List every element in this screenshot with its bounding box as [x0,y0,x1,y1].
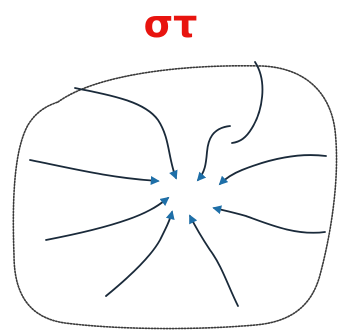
region-boundary [13,66,336,329]
arrow-from-bottom-left [106,212,172,296]
arrow-from-upper-left [30,160,158,181]
arrow-from-bottom-right [190,216,238,306]
arrow-from-upper-right [232,62,262,143]
arrow-from-mid-right [220,155,326,184]
arrow-from-top-left [75,88,176,178]
arrow-from-mid-left [46,198,168,240]
arrow-from-top-right [198,126,230,180]
arrow-from-mid-right-lower [214,208,325,233]
